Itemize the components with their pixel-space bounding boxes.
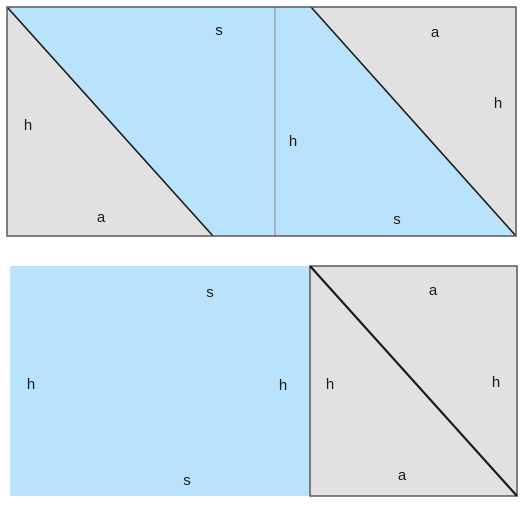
top-left-a-label: a [97,209,106,226]
bottom-square-h-label-right: h [492,374,500,391]
bottom-square-a-label-bottom: a [398,467,407,484]
top-right-h-label: h [494,95,502,112]
bottom-figure: s h h s a h h a [10,265,518,497]
top-left-h-label: h [24,117,32,134]
bottom-h-label-right: h [279,377,287,394]
top-s-label-upper: s [215,22,223,39]
top-left-hypotenuse [6,6,214,237]
top-figure: s h a h s a h [6,6,517,237]
bottom-square-h-label-left: h [326,376,334,393]
bottom-square-a-label-top: a [429,282,438,299]
top-outline [6,6,517,237]
top-middle-h-label: h [289,133,297,150]
top-s-label-lower: s [393,211,401,228]
bottom-blue-rectangle [10,266,310,496]
bottom-s-label-top: s [206,284,214,301]
bottom-square-diagonal [309,265,518,497]
top-right-a-label: a [431,24,440,41]
bottom-h-label-left: h [27,376,35,393]
top-right-hypotenuse [310,6,517,237]
bottom-s-label-bottom: s [183,472,191,489]
